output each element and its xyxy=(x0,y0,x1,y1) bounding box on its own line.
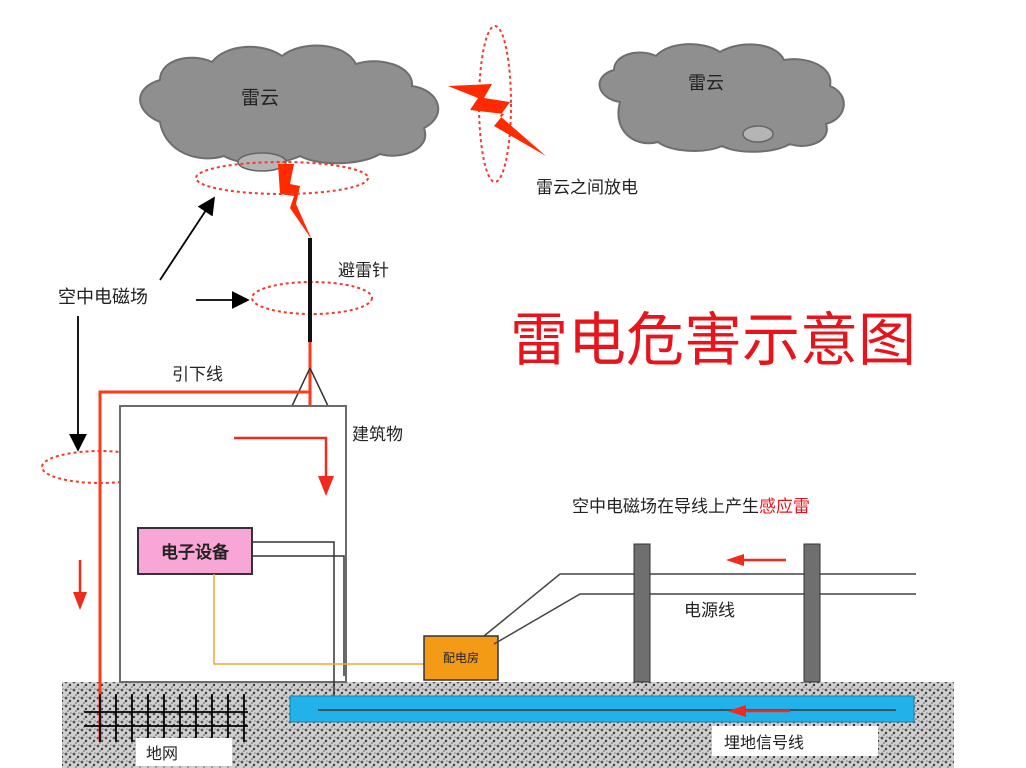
induction-caption: 空中电磁场在导线上产生感应雷 xyxy=(572,497,810,517)
utility-pole xyxy=(633,543,651,683)
induced-current-arrow-cable-head xyxy=(728,705,746,717)
induced-current-arrow-power-head xyxy=(726,554,744,566)
cloud-right-label: 雷云 xyxy=(688,73,724,94)
induction-caption-prefix: 空中电磁场在导线上产生 xyxy=(572,497,759,517)
storm-cloud-left xyxy=(139,44,440,165)
cloud-to-ground-lightning-bolt xyxy=(278,164,312,240)
utility-pole xyxy=(803,543,821,683)
building-label: 建筑物 xyxy=(352,425,403,445)
ground-grid xyxy=(84,694,248,742)
buried-cable-label-box xyxy=(712,726,878,756)
power-line-label: 电源线 xyxy=(684,601,735,621)
down-conductor xyxy=(98,390,310,742)
distribution-room xyxy=(423,635,499,681)
inter-cloud-discharge-label: 雷云之间放电 xyxy=(536,178,638,198)
rod-support xyxy=(309,367,329,407)
current-arrow-building-head xyxy=(318,476,334,496)
device-power-line xyxy=(252,555,345,676)
rod-support xyxy=(291,367,311,407)
current-arrow-building xyxy=(234,436,328,482)
down-conductor-label: 引下线 xyxy=(172,365,223,385)
induction-highlight: 感应雷 xyxy=(759,497,810,517)
cloud-charge-right xyxy=(742,125,774,143)
electronic-device-box xyxy=(137,527,253,575)
cloud-charge-left xyxy=(237,152,287,172)
diagram-title: 雷电危害示意图 xyxy=(510,306,916,374)
device-data-line xyxy=(252,541,335,712)
electronic-device-label: 电子设备 xyxy=(161,542,230,563)
em-field-arrow-cloud xyxy=(159,196,215,281)
ground-grid-label: 地网 xyxy=(146,744,178,763)
current-arrow-down-conductor-head xyxy=(73,592,87,610)
distribution-room-label: 配电房 xyxy=(443,650,479,665)
em-field-label: 空中电磁场 xyxy=(58,287,148,308)
storm-cloud-right xyxy=(598,43,845,153)
device-to-distribution-line xyxy=(213,574,424,665)
buried-cable-label: 埋地信号线 xyxy=(724,733,804,752)
ground-grid-label-box xyxy=(136,738,232,766)
buried-signal-cable xyxy=(289,695,915,723)
power-line-upper xyxy=(483,573,916,637)
lightning-rod-label: 避雷针 xyxy=(338,261,389,281)
inter-cloud-lightning-bolt xyxy=(448,84,546,156)
cloud-left-label: 雷云 xyxy=(241,87,279,109)
em-field-ring-cloud xyxy=(195,161,369,195)
